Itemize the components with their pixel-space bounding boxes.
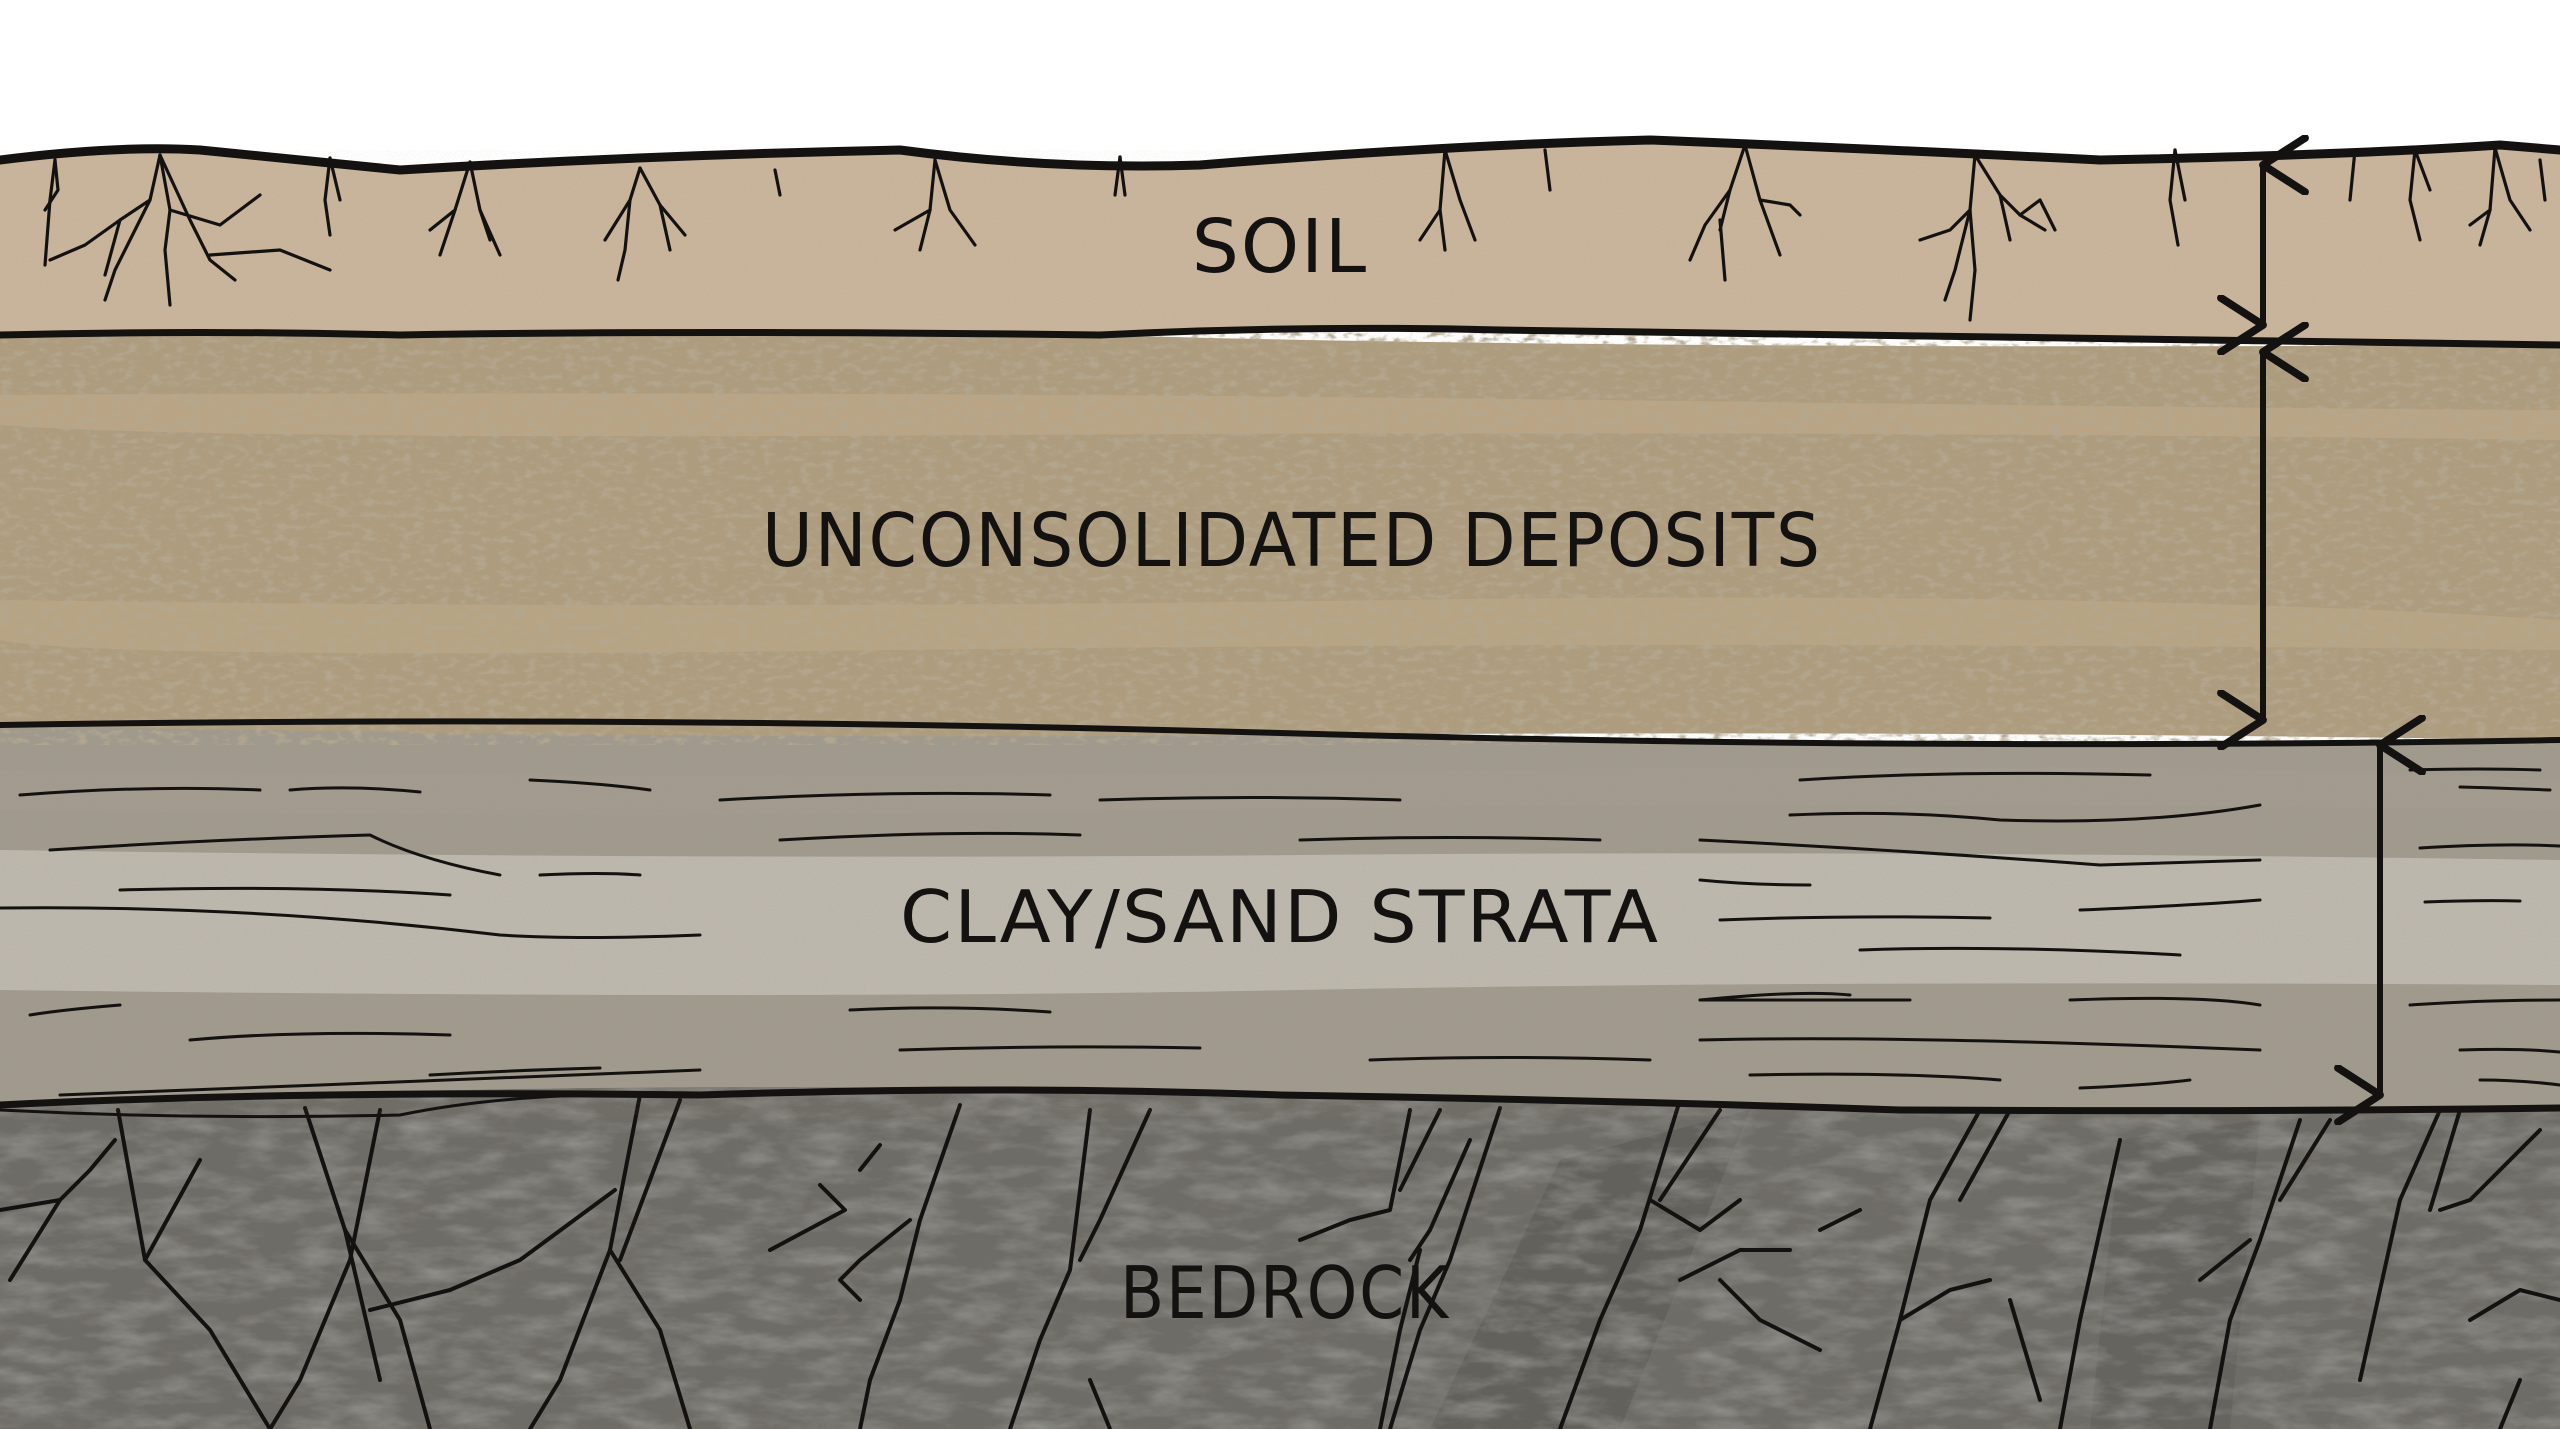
ground-surface-line [0,135,2560,175]
clay-sand-layer [0,720,2560,1119]
bedrock-cracks [0,1093,2560,1429]
thickness-arrows [2263,165,2380,1095]
sky [0,0,2560,170]
deposits-clay-boundary [0,718,2560,748]
bedrock-layer [0,1080,2560,1429]
bedrock-label: BEDROCK [1120,1251,1450,1335]
soil-layer [0,140,2560,345]
soil-deposits-boundary [0,324,2560,349]
unconsolidated-deposits-label: UNCONSOLIDATED DEPOSITS [762,498,1822,584]
clay-bedrock-boundary [0,1086,2560,1115]
soil-label: SOIL [1192,204,1368,290]
layer-boundaries [0,135,2560,1115]
clay-sand-strata-label: CLAY/SAND STRATA [900,875,1660,959]
plant-roots [43,143,2547,322]
unconsolidated-deposits-layer [0,320,2560,745]
